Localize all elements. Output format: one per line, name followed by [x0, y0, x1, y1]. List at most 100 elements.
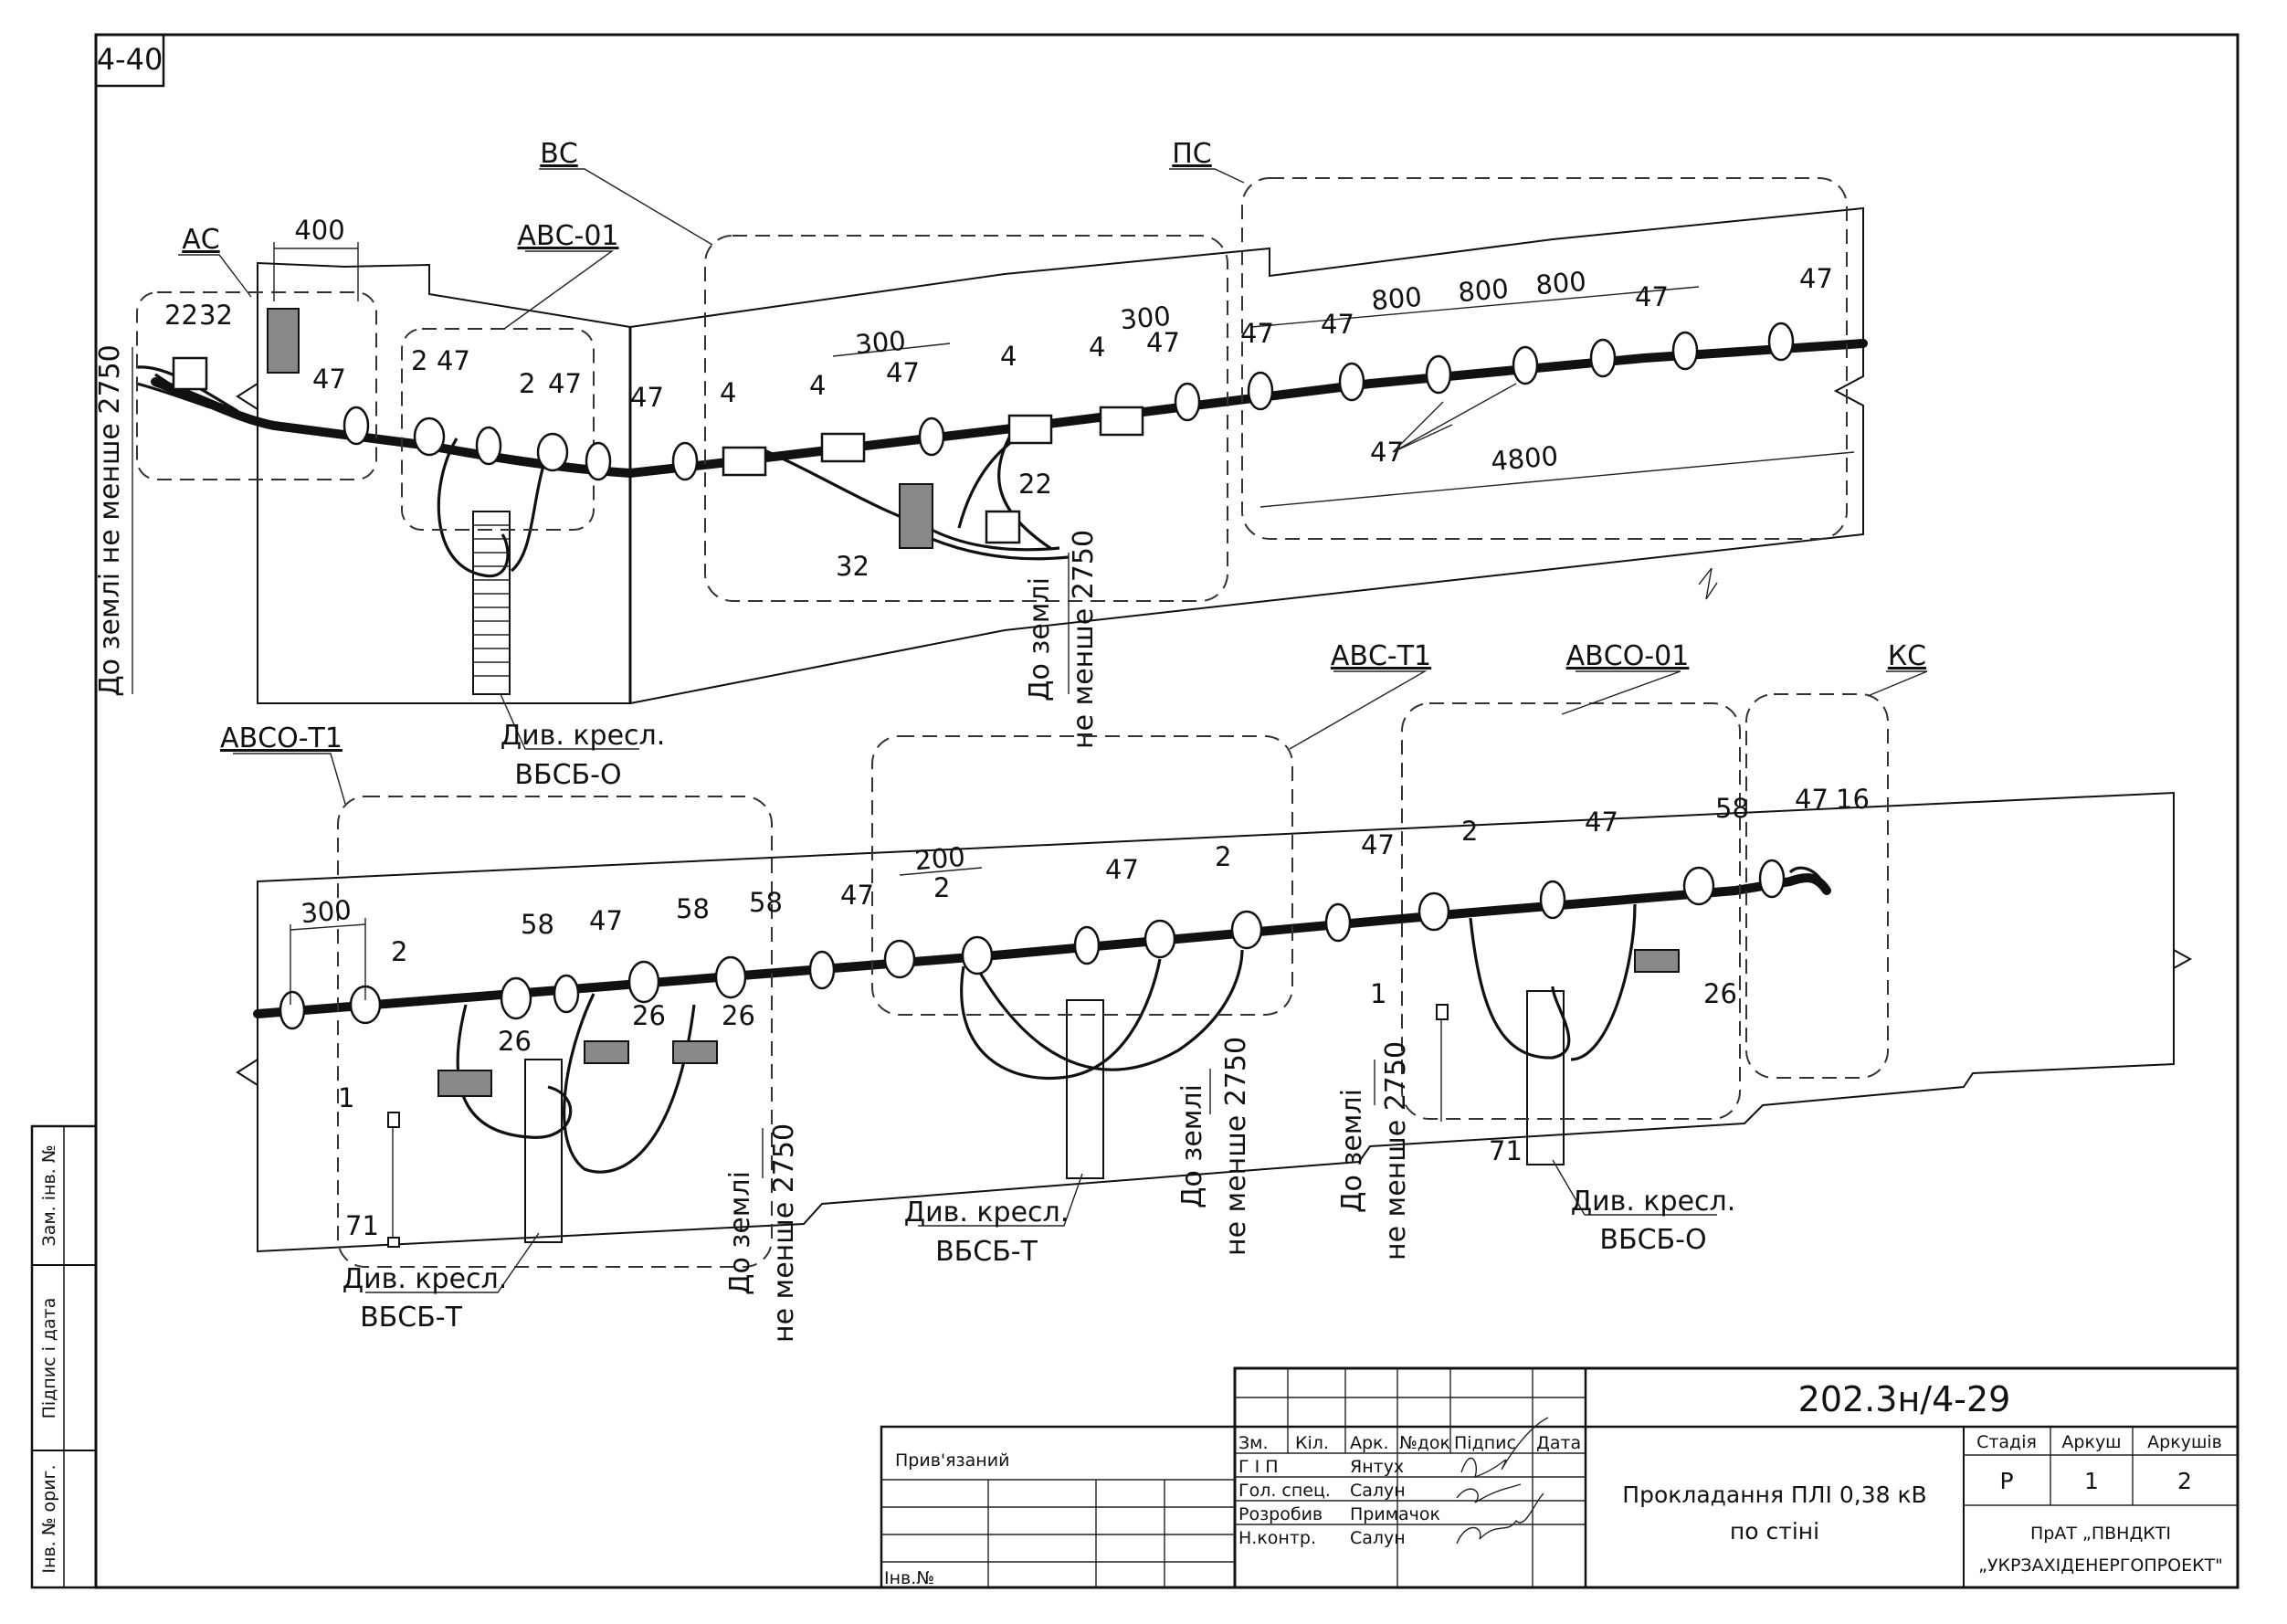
stamp-replace: Зам. інв. №: [39, 1145, 59, 1247]
svg-text:47: 47: [437, 345, 470, 376]
svg-text:16: 16: [1836, 784, 1870, 815]
side-stamp: Зам. інв. № Підпис і дата Інв. № ориг.: [30, 1124, 98, 1589]
ground-note-c1: До землі: [1336, 1089, 1368, 1213]
sheet-frame: [94, 33, 2240, 1589]
ground-note-b2: не менше 2750: [1220, 1037, 1252, 1256]
svg-text:47: 47: [886, 357, 920, 388]
svg-text:71: 71: [345, 1210, 379, 1241]
svg-text:2: 2: [391, 936, 407, 967]
tb-row4-name: Салун: [1350, 1528, 1406, 1548]
label-abco01: АВСО-01: [1566, 640, 1690, 672]
svg-text:2: 2: [1461, 816, 1478, 847]
sheet-code: 4-40: [97, 42, 163, 77]
ground-note-a2: не менше 2750: [768, 1123, 800, 1343]
label-abc01: АВС-01: [517, 220, 618, 252]
svg-text:26: 26: [632, 1000, 666, 1031]
svg-text:58: 58: [1715, 793, 1749, 824]
upper-item-numbers: 22 32 47 2 47 2 47 47 4 4 47 4 4 47 47 4…: [164, 263, 1833, 582]
svg-text:26: 26: [722, 1000, 755, 1031]
lower-conduits: [524, 990, 1565, 1243]
ground-note-c2: не менше 2750: [1380, 1041, 1412, 1260]
tb-row2-role: Гол. спец.: [1238, 1481, 1331, 1501]
ref-vbsb-o-2: ВБСБ-О: [1599, 1224, 1706, 1256]
svg-text:22: 22: [164, 300, 198, 331]
dim-400: 400: [294, 215, 344, 246]
dim-300-b: 300: [1119, 301, 1172, 336]
stamp-sign-date: Підпис і дата: [39, 1298, 59, 1419]
ref-vbsb-t-1: ВБСБ-Т: [360, 1302, 463, 1334]
tb-col-date: Дата: [1536, 1433, 1581, 1453]
tb-col-doc: №док: [1399, 1433, 1450, 1453]
svg-text:2: 2: [519, 368, 535, 399]
ref-vbsb-o-1: ВБСБ-О: [514, 759, 621, 791]
tb-title-2: по стіні: [1730, 1518, 1819, 1545]
lower-item-numbers: 2 58 47 58 58 47 2 47 2 47 2 47 58 47 16…: [338, 784, 1870, 1241]
svg-text:26: 26: [1703, 978, 1737, 1009]
signatures: [1456, 1417, 1549, 1545]
svg-text:47: 47: [630, 382, 664, 413]
dim-300-c: 300: [300, 894, 353, 930]
svg-text:4: 4: [720, 377, 736, 408]
svg-text:47: 47: [1321, 309, 1354, 340]
dim-300-a: 300: [854, 325, 907, 361]
svg-text:32: 32: [836, 551, 869, 582]
tb-sheets-h: Аркушів: [2147, 1432, 2222, 1452]
svg-text:58: 58: [521, 909, 554, 940]
svg-text:1: 1: [1370, 978, 1386, 1009]
svg-text:26: 26: [498, 1026, 532, 1057]
tb-col-ark: Арк.: [1350, 1433, 1389, 1453]
svg-text:71: 71: [1489, 1135, 1523, 1166]
svg-text:2: 2: [1215, 841, 1231, 872]
sheet-code-box: [94, 33, 165, 88]
dim-800-c: 800: [1534, 266, 1587, 301]
tb-row1-role: Г І П: [1238, 1457, 1279, 1477]
tb-stage-h: Стадія: [1976, 1432, 2037, 1452]
svg-text:4: 4: [1000, 341, 1017, 372]
lower-main-cable: [253, 873, 1831, 1018]
zone-abco-t1: [337, 796, 773, 1268]
svg-text:58: 58: [676, 893, 710, 924]
svg-text:4: 4: [809, 370, 826, 401]
ref-see-drawing-3: Див. кресл.: [904, 1197, 1070, 1229]
dim-800-b: 800: [1457, 273, 1510, 309]
ref-see-drawing-4: Див. кресл.: [1571, 1186, 1736, 1218]
tb-number: 202.3н/4-29: [1798, 1379, 2011, 1419]
tb-row1-name: Янтух: [1350, 1457, 1404, 1477]
svg-text:1: 1: [338, 1082, 354, 1113]
ground-note-mid-a: До землі: [1024, 577, 1056, 701]
tb-sheet: 1: [2084, 1468, 2099, 1494]
svg-text:2: 2: [411, 345, 427, 376]
tb-sheet-h: Аркуш: [2061, 1432, 2121, 1452]
ref-vbsb-t-2: ВБСБ-Т: [935, 1236, 1038, 1268]
tb-bound: Прив'язаний: [895, 1450, 1009, 1471]
lower-boxes: [437, 949, 1680, 1097]
svg-text:47: 47: [589, 905, 623, 936]
dim-200: 200: [913, 841, 966, 877]
svg-text:47: 47: [1585, 807, 1618, 838]
tb-col-zm: Зм.: [1238, 1433, 1269, 1453]
svg-text:47: 47: [1370, 437, 1404, 468]
dim-800-a: 800: [1370, 281, 1423, 317]
svg-text:47: 47: [1635, 281, 1669, 312]
tb-row2-name: Салун: [1350, 1481, 1406, 1501]
wall-bracket-32-right: [899, 483, 933, 549]
tb-row3-name: Примачок: [1350, 1504, 1440, 1524]
zone-abc-t1: [871, 735, 1293, 1016]
svg-text:22: 22: [1018, 469, 1052, 500]
tb-row3-role: Розробив: [1238, 1504, 1323, 1524]
tb-row4-role: Н.контр.: [1238, 1528, 1316, 1548]
zone-abc01: [401, 328, 595, 531]
svg-text:47: 47: [1105, 854, 1139, 885]
svg-text:47: 47: [1361, 829, 1395, 860]
ref-see-drawing-2: Див. кресл.: [343, 1263, 508, 1295]
label-abc-t1: АВС-Т1: [1331, 640, 1431, 672]
dim-4800: 4800: [1490, 440, 1559, 477]
svg-text:47: 47: [1146, 327, 1180, 358]
ground-note-b1: До землі: [1176, 1084, 1208, 1208]
tb-col-kil: Кіл.: [1295, 1433, 1329, 1453]
upper-main-cable: [151, 339, 1868, 479]
svg-text:58: 58: [749, 887, 783, 918]
tb-stage: Р: [1999, 1468, 2013, 1494]
ground-note-mid-b: не менше 2750: [1068, 530, 1100, 749]
